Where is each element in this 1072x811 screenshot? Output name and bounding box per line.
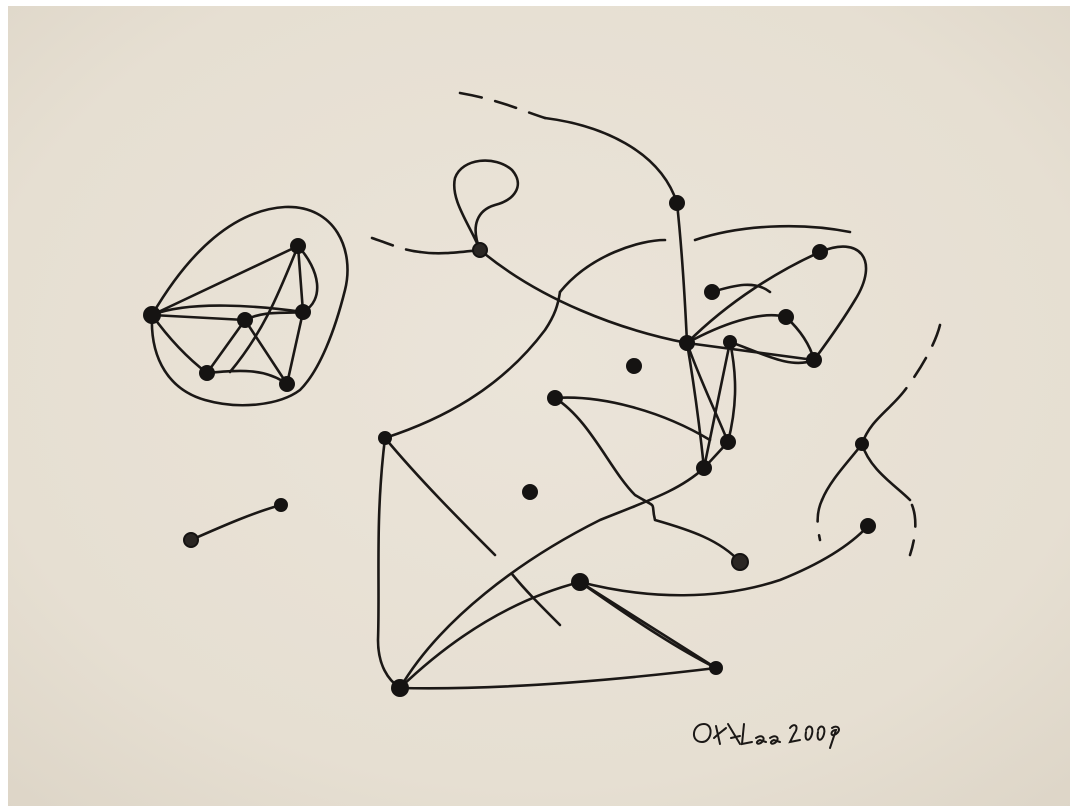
paper-background	[8, 6, 1070, 806]
